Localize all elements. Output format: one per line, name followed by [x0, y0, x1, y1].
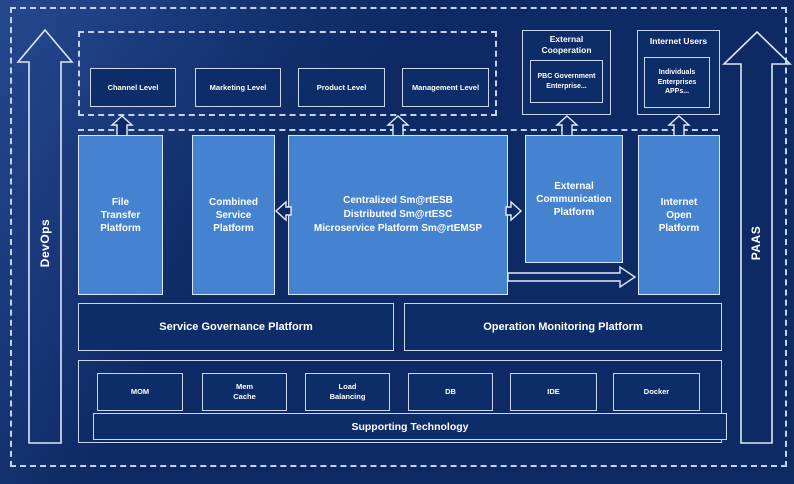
individuals-enterprises-apps-box: Individuals Enterprises APPs...: [644, 57, 710, 108]
tech-box-ide: IDE: [510, 373, 597, 411]
right-arrow-esb-to-external: [505, 200, 523, 222]
tech-box-mem-cache: Mem Cache: [202, 373, 287, 411]
external-cooperation-title: External Cooperation: [541, 34, 592, 55]
operation-monitoring-platform-box: Operation Monitoring Platform: [404, 303, 722, 351]
long-right-arrow-to-internet-open: [507, 265, 637, 289]
tech-box-mom: MOM: [97, 373, 183, 411]
tech-box-docker: Docker: [613, 373, 700, 411]
technology-container: [78, 360, 722, 443]
levels-dashed-container: [78, 31, 497, 116]
channel-level-label: Channel Level: [107, 83, 159, 92]
esb-line-microservice: Microservice Platform Sm@rtEMSP: [313, 223, 483, 234]
tech-label-db: DB: [445, 387, 456, 397]
management-level-label: Management Level: [411, 83, 480, 92]
operation-monitoring-platform-label: Operation Monitoring Platform: [483, 321, 643, 333]
tech-box-load-balancing: Load Balancing: [305, 373, 390, 411]
paas-up-arrow: [722, 30, 792, 444]
pbc-government-enterprise-box: PBC Government Enterprise...: [530, 60, 603, 103]
internet-open-platform-box: Internet Open Platform: [638, 135, 720, 295]
combined-service-platform-box: Combined Service Platform: [192, 135, 275, 295]
individuals-enterprises-apps-label: Individuals Enterprises APPs...: [657, 68, 697, 96]
tech-label-docker: Docker: [643, 387, 670, 397]
external-communication-platform-box: External Communication Platform: [525, 135, 623, 263]
marketing-level-label: Marketing Level: [209, 83, 267, 92]
left-arrow-esb-to-combined: [274, 200, 292, 222]
tech-label-load-balancing: Load Balancing: [329, 382, 366, 401]
esb-platform-box: Centralized Sm@rtESB Distributed Sm@rtES…: [288, 135, 508, 295]
service-governance-platform-box: Service Governance Platform: [78, 303, 394, 351]
tech-box-db: DB: [408, 373, 493, 411]
management-level-box: Management Level: [402, 68, 489, 107]
service-governance-platform-label: Service Governance Platform: [159, 321, 313, 333]
file-transfer-platform-box: File Transfer Platform: [78, 135, 163, 295]
internet-users-title: Internet Users: [649, 36, 708, 46]
devops-label: DevOps: [38, 218, 52, 268]
supporting-technology-label: Supporting Technology: [351, 420, 469, 433]
pbc-government-enterprise-label: PBC Government Enterprise...: [537, 72, 596, 90]
product-level-label: Product Level: [316, 83, 367, 92]
external-communication-platform-label: External Communication Platform: [536, 180, 612, 218]
tech-label-ide: IDE: [547, 387, 560, 397]
outer-dashed-border: [10, 7, 787, 467]
tech-label-mem-cache: Mem Cache: [233, 382, 256, 401]
paas-label: PAAS: [749, 225, 763, 261]
product-level-box: Product Level: [298, 68, 385, 107]
channel-level-box: Channel Level: [90, 68, 176, 107]
esb-line-centralized: Centralized Sm@rtESB: [343, 195, 453, 206]
devops-up-arrow: [16, 28, 74, 444]
marketing-level-box: Marketing Level: [195, 68, 281, 107]
tech-label-mom: MOM: [130, 387, 150, 397]
file-transfer-platform-label: File Transfer Platform: [100, 196, 141, 234]
esb-platform-label: Centralized Sm@rtESB Distributed Sm@rtES…: [314, 194, 482, 236]
combined-service-platform-label: Combined Service Platform: [209, 196, 258, 234]
supporting-technology-bar: Supporting Technology: [93, 413, 727, 440]
esb-line-distributed: Distributed Sm@rtESC: [343, 209, 453, 220]
internet-open-platform-label: Internet Open Platform: [658, 196, 700, 234]
